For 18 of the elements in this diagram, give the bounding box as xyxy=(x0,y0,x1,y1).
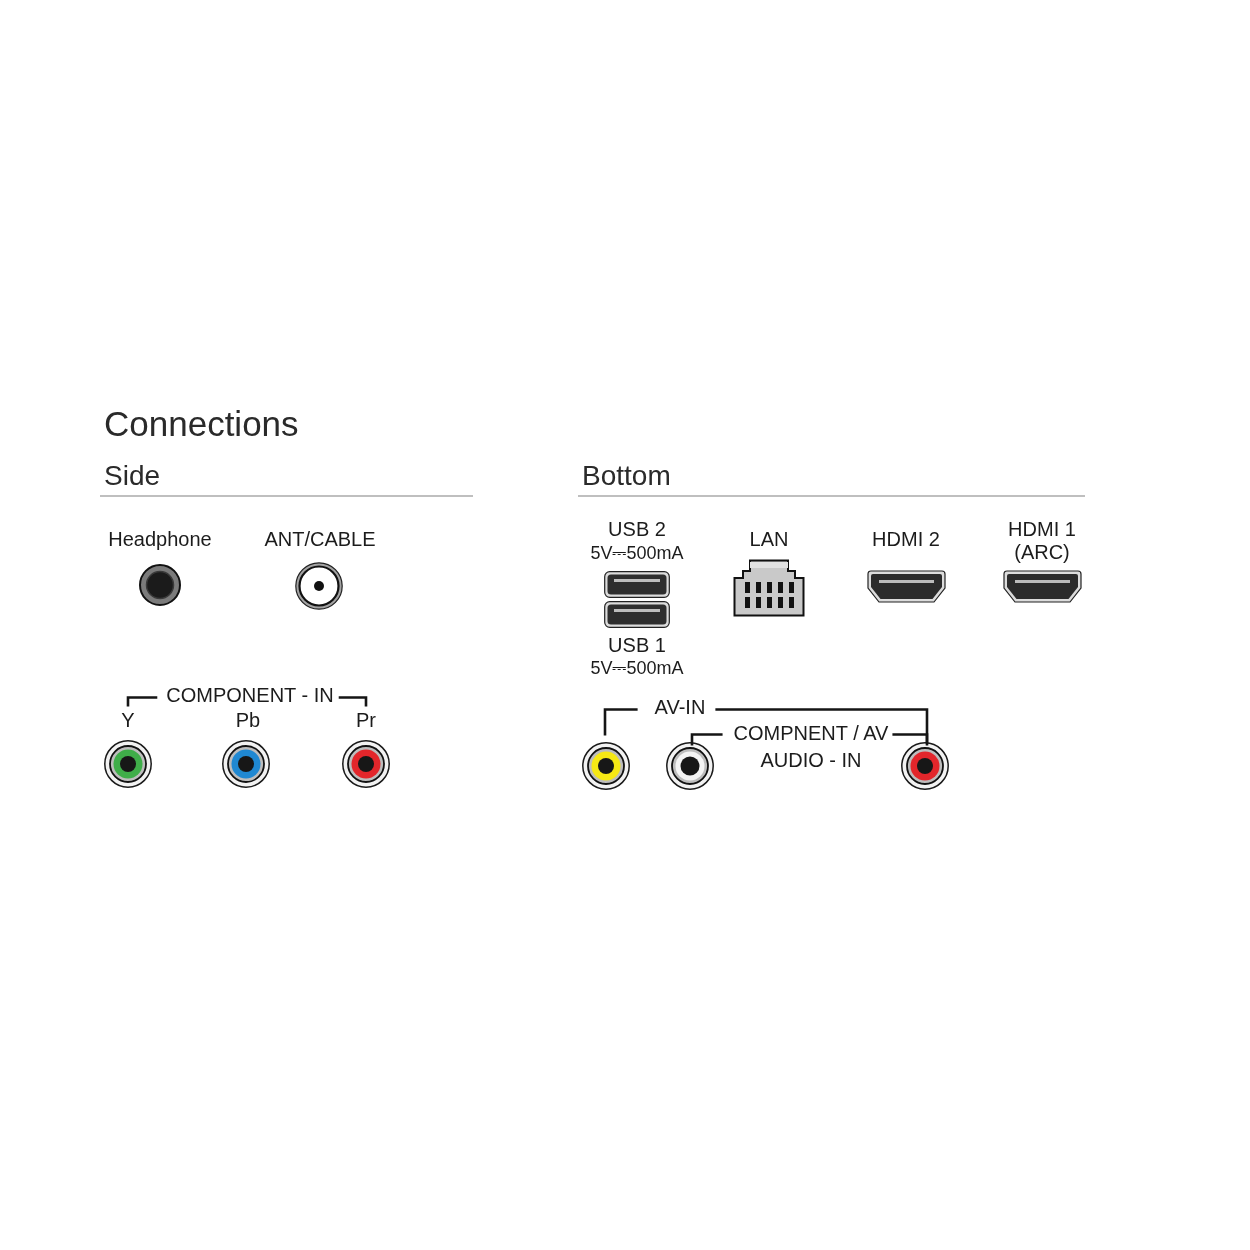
page-title: Connections xyxy=(104,404,299,445)
port-label: USB 2 xyxy=(608,518,666,541)
group-label: COMPNENT / AV AUDIO - IN xyxy=(733,721,889,773)
port-label: ANT/CABLE xyxy=(264,528,376,551)
port-label: HDMI 1 (ARC) xyxy=(1007,518,1077,564)
port-label: LAN xyxy=(749,528,789,551)
port-label: Y xyxy=(121,709,135,732)
section-heading: Bottom xyxy=(582,460,671,493)
power-rating-label: 5V⎓500mA xyxy=(590,543,684,564)
port-label: Pr xyxy=(356,709,376,732)
group-label: COMPONENT - IN xyxy=(166,684,334,707)
port-label: Pb xyxy=(235,709,261,732)
port-label: Headphone xyxy=(108,528,212,551)
port-label: USB 1 xyxy=(608,634,666,657)
section-heading: Side xyxy=(104,460,161,493)
port-label: HDMI 2 xyxy=(872,528,940,551)
power-rating-label: 5V⎓500mA xyxy=(590,658,684,679)
group-label: AV-IN xyxy=(654,696,706,719)
